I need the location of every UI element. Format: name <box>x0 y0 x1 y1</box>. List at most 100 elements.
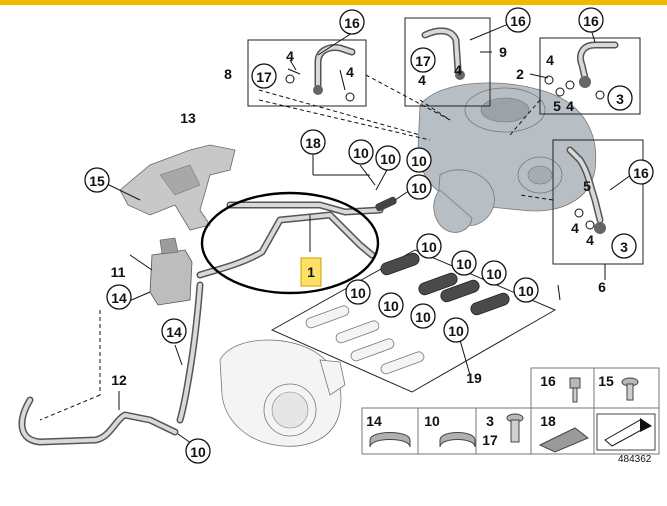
callout-18[interactable]: 18 <box>300 129 326 155</box>
callout-10[interactable]: 10 <box>443 317 469 343</box>
legend-panel: 16 15 14 10 3 17 18 <box>361 367 660 455</box>
top-accent-bar <box>0 0 667 5</box>
callout-10[interactable]: 10 <box>513 277 539 303</box>
legend-bolt-16 <box>569 377 581 403</box>
callout-number: 10 <box>380 151 396 167</box>
callout-15[interactable]: 15 <box>84 167 110 193</box>
callout-number: 10 <box>448 323 464 339</box>
callout-14[interactable]: 14 <box>106 284 132 310</box>
callout-10[interactable]: 10 <box>406 174 432 200</box>
callout-circle <box>505 7 531 33</box>
callout-number: 10 <box>486 266 502 282</box>
legend-label-10: 10 <box>424 413 440 429</box>
callout-number: 14 <box>166 324 182 340</box>
callout-number: 10 <box>411 180 427 196</box>
legend-label-16: 16 <box>540 373 556 389</box>
callout-circle <box>451 250 477 276</box>
callout-number: 10 <box>415 309 431 325</box>
part-label-4: 4 <box>454 62 462 78</box>
o-ring-glyphs <box>285 74 605 230</box>
callout-circle <box>628 159 654 185</box>
callout-circle <box>406 174 432 200</box>
callout-10[interactable]: 10 <box>451 250 477 276</box>
legend-arrow <box>596 413 656 451</box>
legend-label-3: 3 <box>486 413 494 429</box>
callout-number: 10 <box>190 444 206 460</box>
legend-tape-18 <box>538 427 589 453</box>
callout-circle <box>348 139 374 165</box>
callout-circle <box>339 9 365 35</box>
callout-14[interactable]: 14 <box>161 318 187 344</box>
callout-10[interactable]: 10 <box>348 139 374 165</box>
bracket-13 <box>119 144 236 231</box>
callout-number: 10 <box>518 283 534 299</box>
part-label-5: 5 <box>553 98 561 114</box>
callout-3[interactable]: 3 <box>611 233 637 259</box>
callout-17[interactable]: 17 <box>251 63 277 89</box>
legend-label-14: 14 <box>366 413 382 429</box>
detail-box-8 <box>247 39 367 107</box>
callout-circle <box>443 317 469 343</box>
highlighted-part-label[interactable]: 1 <box>300 257 322 287</box>
legend-screw-15 <box>621 377 639 401</box>
callout-number: 3 <box>620 239 628 255</box>
callout-16[interactable]: 16 <box>339 9 365 35</box>
part-label-6: 6 <box>598 279 606 295</box>
callout-16[interactable]: 16 <box>628 159 654 185</box>
callout-circle <box>251 63 277 89</box>
callout-16[interactable]: 16 <box>578 7 604 33</box>
pipe-9 <box>421 27 465 80</box>
legend-label-18: 18 <box>540 413 556 429</box>
part-label-4: 4 <box>286 48 294 64</box>
callout-number: 15 <box>89 173 105 189</box>
callout-circle <box>410 303 436 329</box>
callout-circle <box>607 85 633 111</box>
part-label-13: 13 <box>180 110 196 126</box>
callout-number: 18 <box>305 135 321 151</box>
svg-text:1: 1 <box>307 264 315 280</box>
callout-number: 10 <box>411 153 427 169</box>
callout-10[interactable]: 10 <box>416 233 442 259</box>
callout-circle <box>185 438 211 464</box>
part-label-5: 5 <box>583 178 591 194</box>
callout-circle <box>406 147 432 173</box>
part-label-4: 4 <box>418 72 426 88</box>
callout-10[interactable]: 10 <box>185 438 211 464</box>
callout-circle <box>410 47 436 73</box>
callout-10[interactable]: 10 <box>406 147 432 173</box>
callout-circle <box>106 284 132 310</box>
legend-label-17: 17 <box>482 432 498 448</box>
callout-circle <box>161 318 187 344</box>
callout-number: 16 <box>344 15 360 31</box>
part-label-2: 2 <box>516 66 524 82</box>
callout-circle <box>611 233 637 259</box>
callout-17[interactable]: 17 <box>410 47 436 73</box>
callout-number: 10 <box>383 298 399 314</box>
callout-10[interactable]: 10 <box>345 279 371 305</box>
callout-circle <box>345 279 371 305</box>
callout-circle <box>578 7 604 33</box>
part-label-12: 12 <box>111 372 127 388</box>
callout-number: 17 <box>256 69 272 85</box>
callout-3[interactable]: 3 <box>607 85 633 111</box>
callout-number: 16 <box>510 13 526 29</box>
part-label-11: 11 <box>111 264 126 280</box>
callout-16[interactable]: 16 <box>505 7 531 33</box>
part-label-4: 4 <box>571 220 579 236</box>
callout-10[interactable]: 10 <box>410 303 436 329</box>
part-label-19: 19 <box>466 370 482 386</box>
callout-circle <box>513 277 539 303</box>
turbocharger-illustration <box>417 82 597 233</box>
detail-box-19 <box>270 249 557 393</box>
callout-10[interactable]: 10 <box>481 260 507 286</box>
part-label-4: 4 <box>566 98 574 114</box>
callout-number: 10 <box>350 285 366 301</box>
legend-banjo-3-17 <box>506 413 524 443</box>
callout-number: 10 <box>456 256 472 272</box>
callout-10[interactable]: 10 <box>375 145 401 171</box>
callout-circle <box>375 145 401 171</box>
callout-number: 16 <box>633 165 649 181</box>
callout-10[interactable]: 10 <box>378 292 404 318</box>
